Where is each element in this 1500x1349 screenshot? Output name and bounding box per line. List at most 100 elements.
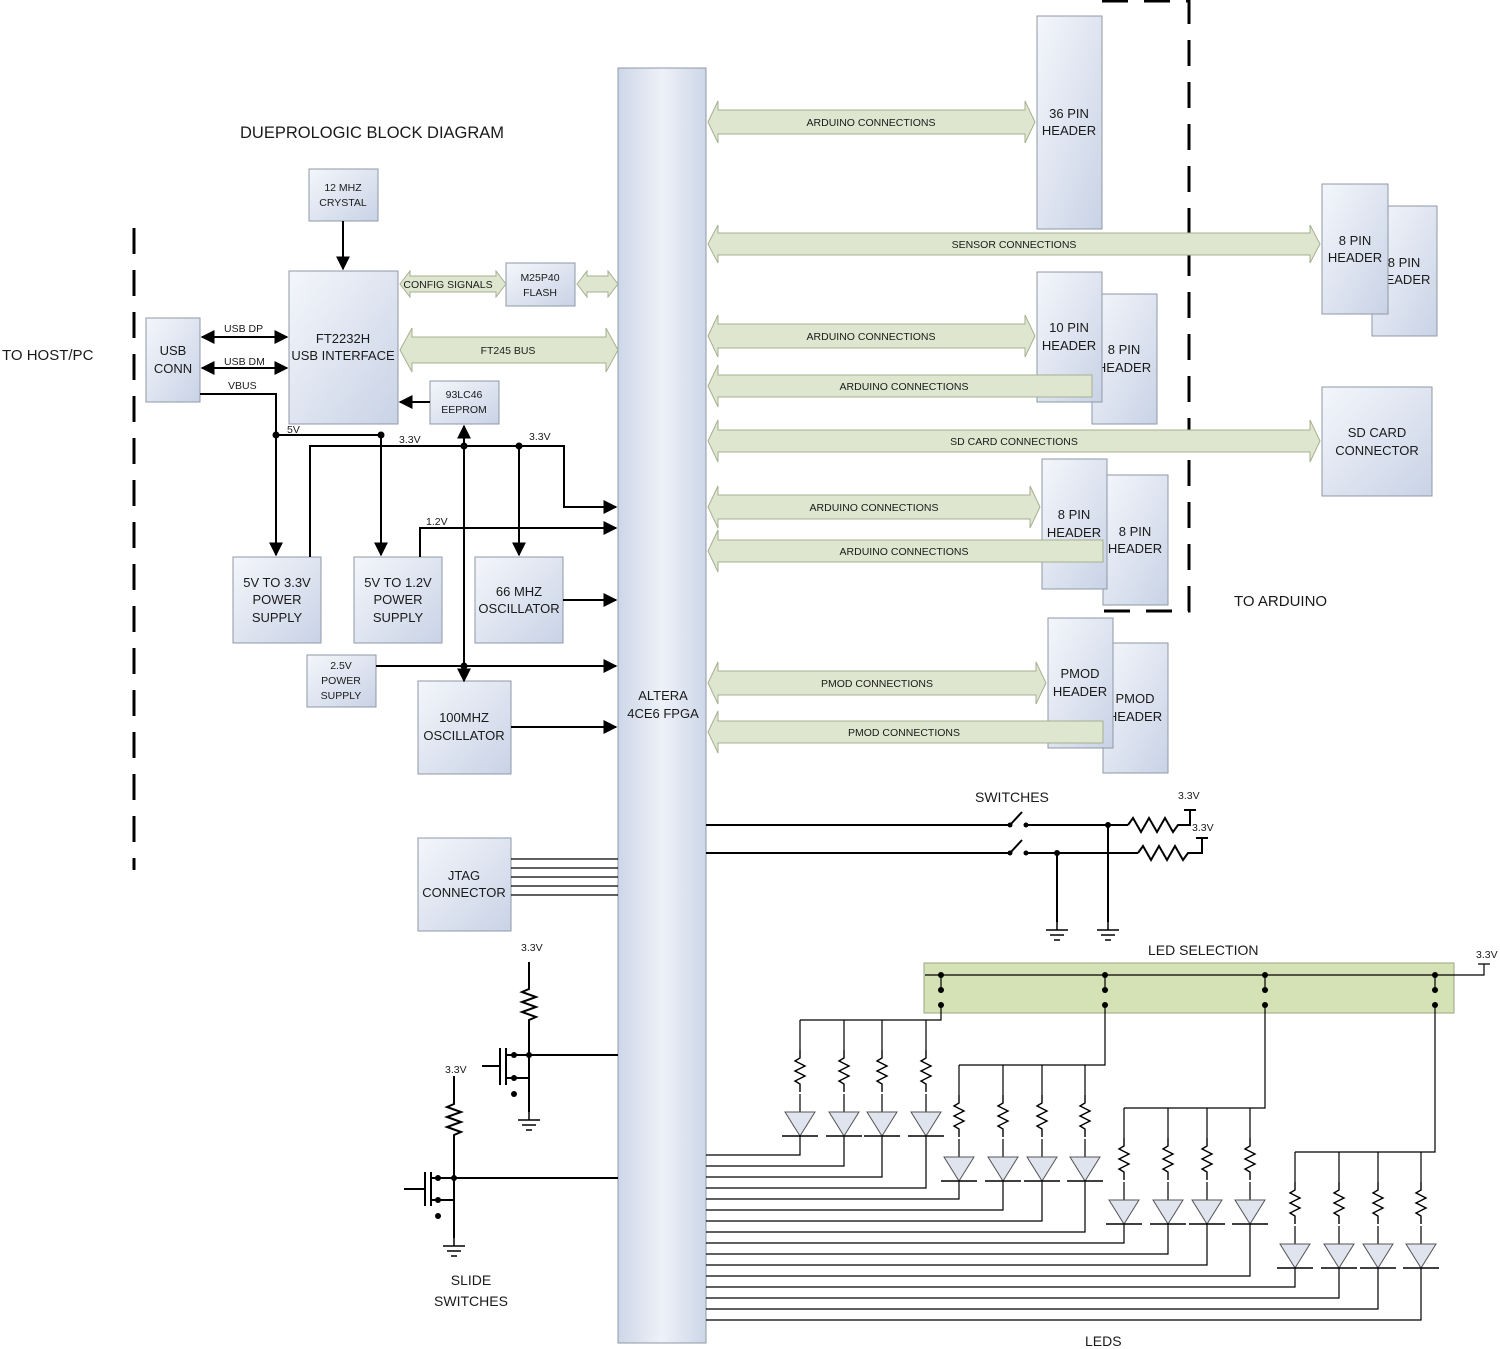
crystal-block [308,168,379,222]
flash-label-1: M25P40 [520,272,559,284]
sd-bus [707,419,1321,463]
led-diode [940,1156,978,1182]
v5-label: 5V [287,424,300,436]
sensor-bus-label: SENSOR CONNECTIONS [952,239,1077,251]
sensor-bus [707,224,1321,264]
led-diode [1188,1199,1226,1225]
to-arduino-label: TO ARDUINO [1234,593,1327,610]
flash-block [505,262,576,307]
hdr8-c-label-1: 8 PIN [1058,507,1091,522]
led-diode [1320,1243,1358,1269]
ps-12-block [353,556,443,644]
led-resistor [1162,1137,1174,1181]
hdr8-b-label-1: 8 PIN [1108,342,1141,357]
led-diode [863,1111,901,1137]
ps-33-label-2: POWER [252,592,301,607]
ps-33-block [232,556,322,644]
v33-label-a: 3.3V [399,434,421,446]
led-diode [1402,1243,1440,1269]
jtag-label-1: JTAG [448,868,480,883]
pmod-bus-1-label: PMOD CONNECTIONS [821,678,933,690]
rail-5v [276,434,388,557]
pmod-bus-1 [707,661,1047,705]
pmod-a-label-2: HEADER [1053,684,1107,699]
led-resistor [794,1049,806,1093]
led-resistor [1079,1094,1091,1138]
junction-dots [272,431,523,670]
pmod-b-block [1102,642,1169,774]
sw-v33-label-b: 3.3V [1192,822,1214,834]
eeprom-block [429,380,500,425]
rail-33v [309,445,618,557]
led-diode [907,1111,945,1137]
arduino-bus-1 [707,100,1036,144]
led-resistor [1415,1181,1427,1225]
led-resistor [1333,1181,1345,1225]
hdr8-sensor-b-label-2: EADER [1386,272,1431,287]
ps-33-label-3: SUPPLY [252,610,303,625]
ft2232h-label-1: FT2232H [316,331,370,346]
usb-conn-block [145,317,201,403]
slide-switch-circuit [404,962,618,1257]
leds-label: LEDS [1085,1333,1122,1349]
usb-dm-label: USB DM [224,356,265,368]
config-bus-label: CONFIG SIGNALS [403,279,492,291]
flash-label-2: FLASH [523,287,557,299]
ps-25-label-2: POWER [321,675,361,687]
pmod-b-label-1: PMOD [1116,691,1155,706]
arduino-bus-3 [707,364,1093,408]
pmod-a-label-1: PMOD [1061,666,1100,681]
vbus-label: VBUS [228,380,257,392]
switches-label: SWITCHES [975,789,1049,805]
pmod-bus-2 [707,710,1104,754]
led-selection-label: LED SELECTION [1148,942,1258,958]
to-host-label: TO HOST/PC [2,347,94,364]
arduino-bus-3-label: ARDUINO CONNECTIONS [840,381,969,393]
led-resistor [1244,1137,1256,1181]
led-resistor [997,1094,1009,1138]
v12-label: 1.2V [426,516,448,528]
switch-circuit [706,809,1208,941]
jtag-wires [511,858,618,896]
ft2232h-block [288,270,399,425]
led-v33-label: 3.3V [1476,949,1498,961]
osc-100-label-1: 100MHZ [439,710,489,725]
config-bus [399,269,507,299]
ft2232h-label-2: USB INTERFACE [291,348,395,363]
arduino-bus-5 [707,529,1104,573]
hdr8-sensor-a-label-2: HEADER [1328,250,1382,265]
osc-100-block [417,680,512,775]
led-diode [1105,1199,1143,1225]
arduino-bus-2 [707,314,1036,358]
arduino-bus-5-label: ARDUINO CONNECTIONS [840,546,969,558]
ps-25-block [306,654,377,708]
sd-card-label-2: CONNECTOR [1335,443,1419,458]
hdr36-label-1: 36 PIN [1049,106,1089,121]
led-resistor [876,1049,888,1093]
osc-66-block [474,556,564,644]
fpga-block [617,67,707,1344]
slide-v33-label-b: 3.3V [445,1064,467,1076]
led-resistor [1289,1181,1301,1225]
led-diode [1231,1199,1269,1225]
led-diode [1023,1156,1061,1182]
crystal-label-2: CRYSTAL [319,197,367,209]
eeprom-label-2: EEPROM [441,404,487,416]
ft245-bus [399,327,619,373]
led-array [706,1005,1440,1321]
hdr8-d-block [1102,474,1169,606]
led-resistor [1118,1137,1130,1181]
usb-conn-label-2: CONN [154,361,192,376]
ps-25-label-1: 2.5V [330,660,352,672]
vbus-wire [200,393,283,557]
led-resistor [838,1049,850,1093]
led-selection-wiring [925,963,1490,1008]
hdr8-c-block [1041,458,1108,590]
pmod-bus-2-label: PMOD CONNECTIONS [848,727,960,739]
hdr10-label-2: HEADER [1042,338,1096,353]
led-diode [781,1111,819,1137]
sd-card-label-1: SD CARD [1348,425,1407,440]
ps-12-label-2: POWER [373,592,422,607]
led-resistor [1372,1181,1384,1225]
